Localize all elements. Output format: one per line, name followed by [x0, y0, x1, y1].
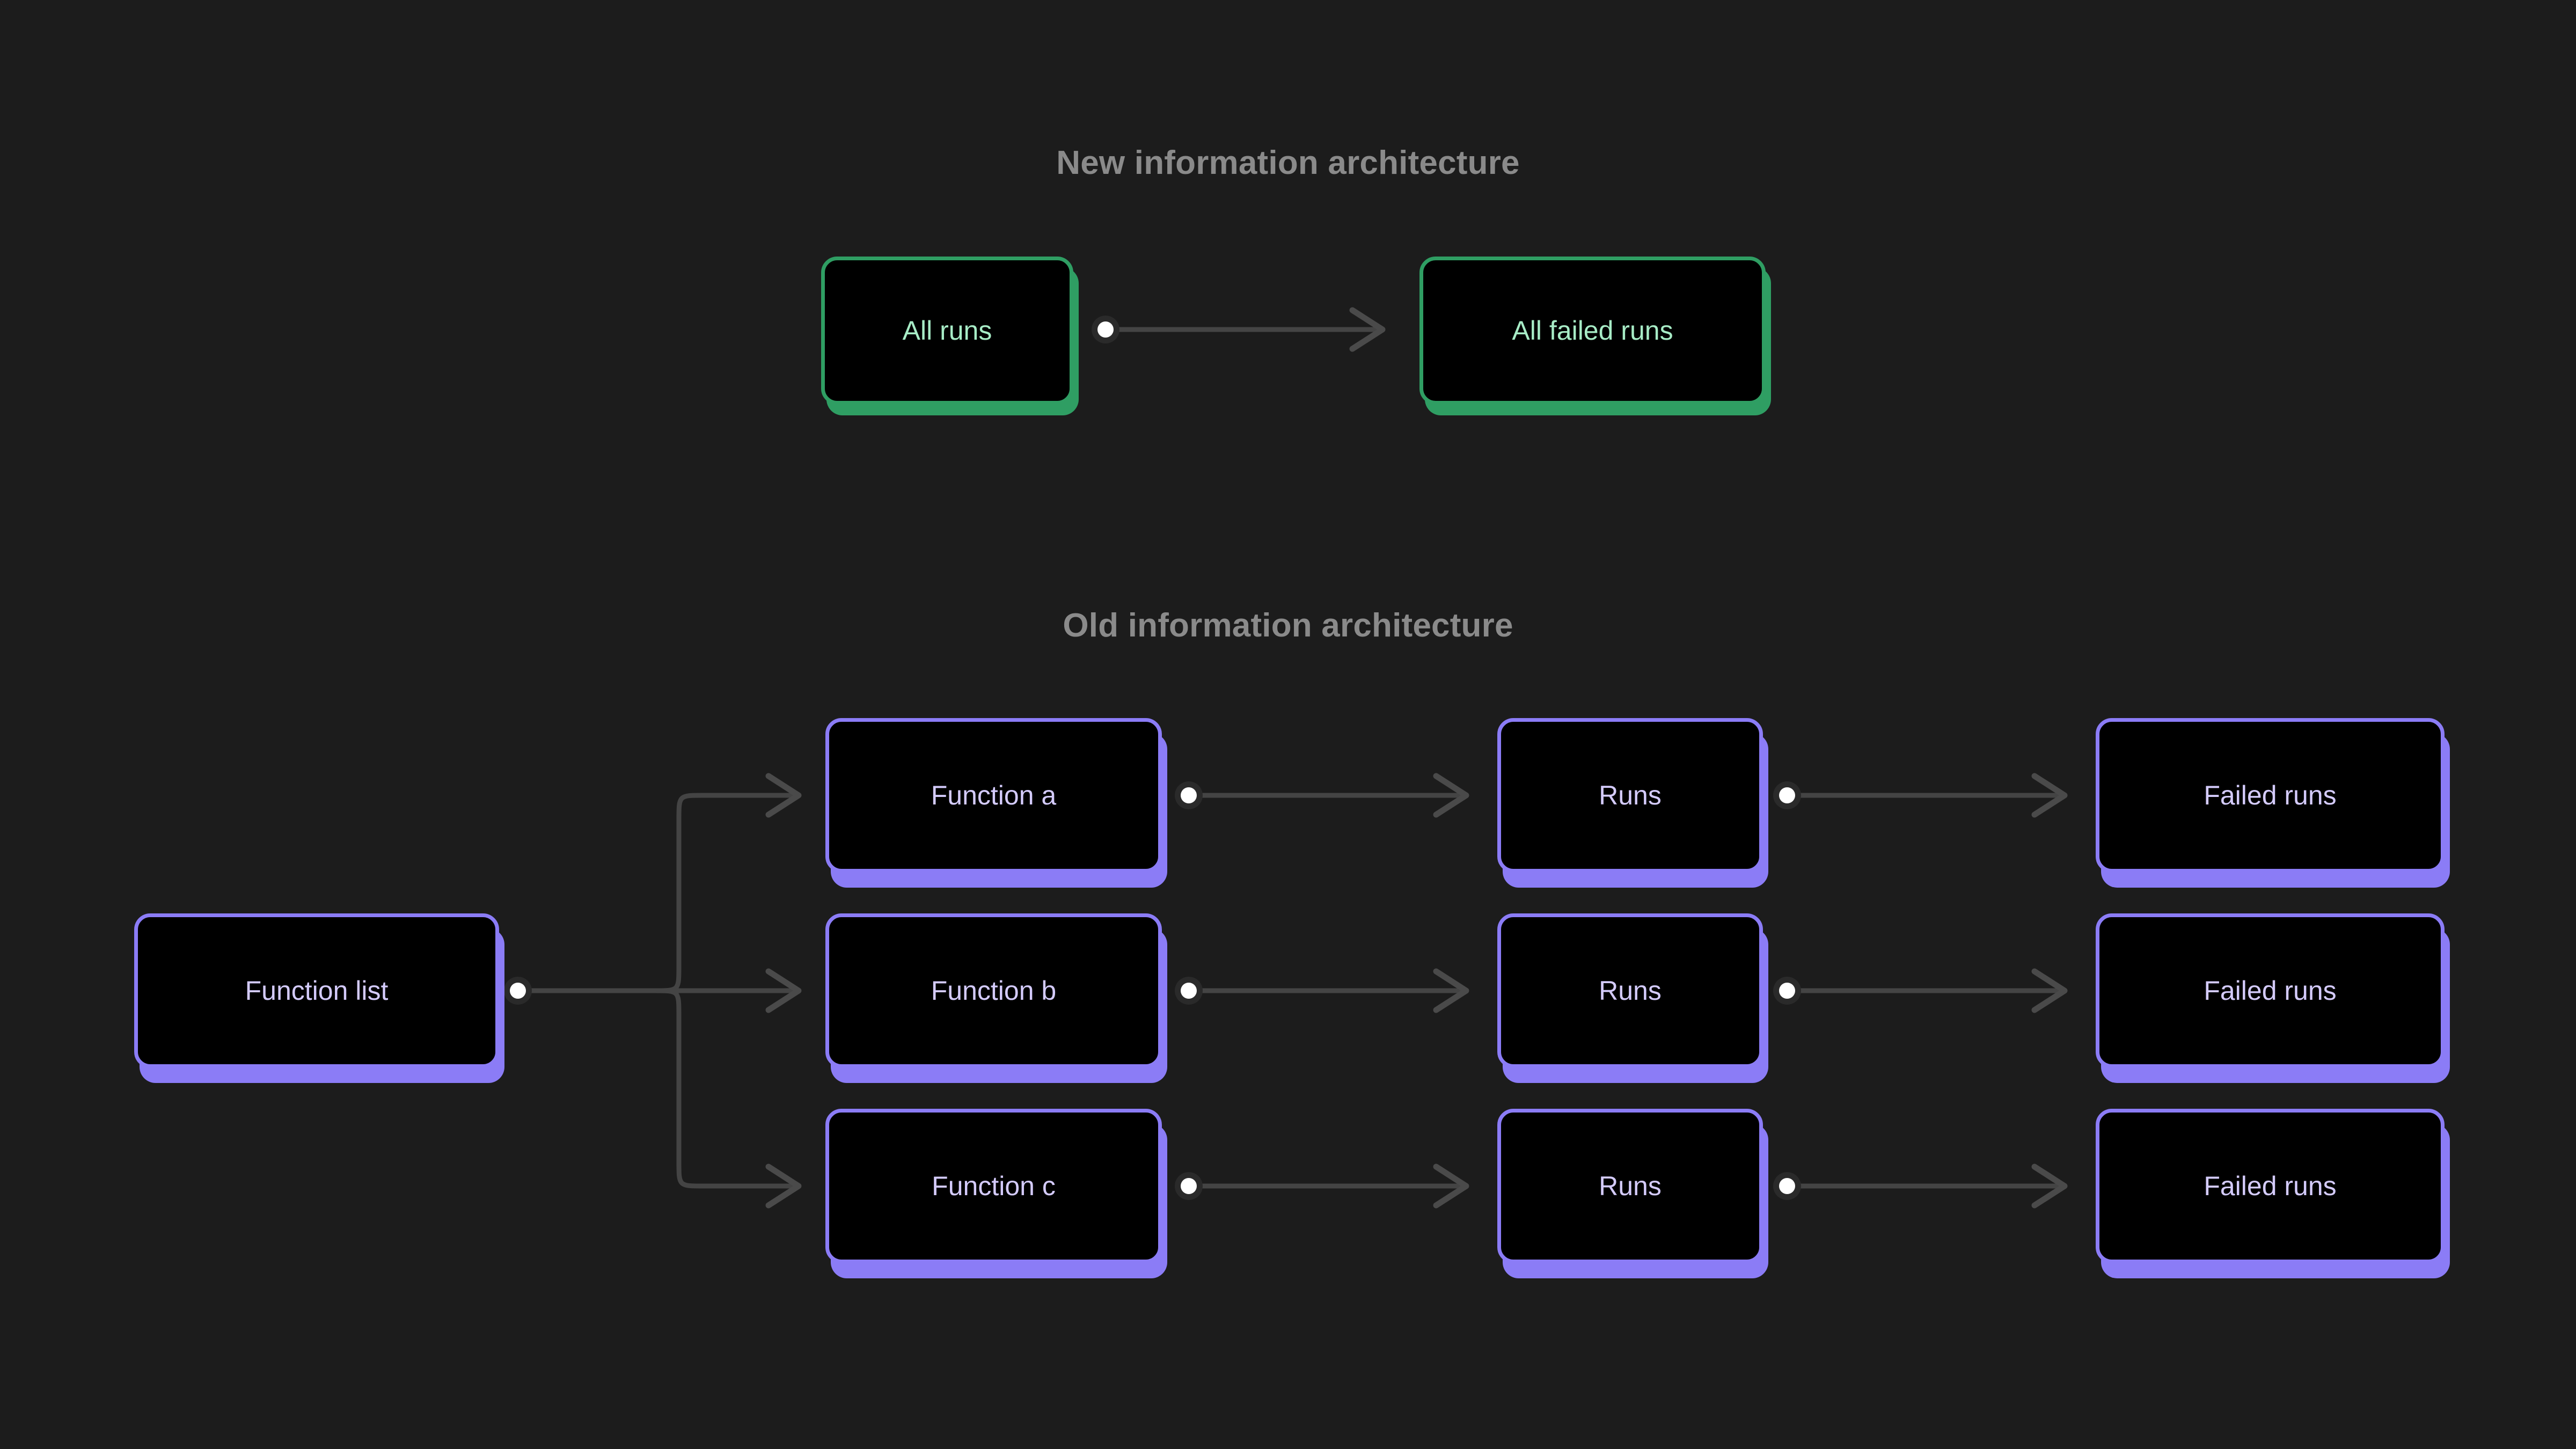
- section-title-old: Old information architecture: [1063, 607, 1513, 644]
- node-failed-runs-row-3[interactable]: Failed runs: [2096, 1109, 2445, 1263]
- edge-functionlist-branch: [504, 773, 802, 1209]
- node-runs-row-3[interactable]: Runs: [1497, 1109, 1763, 1263]
- node-label: Function a: [931, 780, 1057, 810]
- node-label: Runs: [1599, 976, 1662, 1006]
- node-label: Function b: [931, 976, 1057, 1006]
- node-all-runs[interactable]: All runs: [821, 257, 1073, 405]
- node-failed-runs-row-1[interactable]: Failed runs: [2096, 718, 2445, 873]
- edge-allruns-to-allfailedruns: [1092, 307, 1386, 352]
- node-runs-row-1[interactable]: Runs: [1497, 718, 1763, 873]
- node-label: Runs: [1599, 1171, 1662, 1201]
- node-label: All runs: [902, 316, 992, 346]
- section-title-new: New information architecture: [1056, 144, 1520, 181]
- node-function-a[interactable]: Function a: [825, 718, 1162, 873]
- node-label: Runs: [1599, 780, 1662, 810]
- node-runs-row-2[interactable]: Runs: [1497, 913, 1763, 1068]
- node-function-list[interactable]: Function list: [134, 913, 499, 1068]
- node-label: Failed runs: [2204, 780, 2337, 810]
- node-label: Function c: [932, 1171, 1056, 1201]
- node-function-c[interactable]: Function c: [825, 1109, 1162, 1263]
- node-label: All failed runs: [1512, 316, 1673, 346]
- node-all-failed-runs[interactable]: All failed runs: [1419, 257, 1766, 405]
- node-label: Failed runs: [2204, 1171, 2337, 1201]
- node-function-b[interactable]: Function b: [825, 913, 1162, 1068]
- node-label: Failed runs: [2204, 976, 2337, 1006]
- node-failed-runs-row-2[interactable]: Failed runs: [2096, 913, 2445, 1068]
- node-label: Function list: [245, 976, 389, 1006]
